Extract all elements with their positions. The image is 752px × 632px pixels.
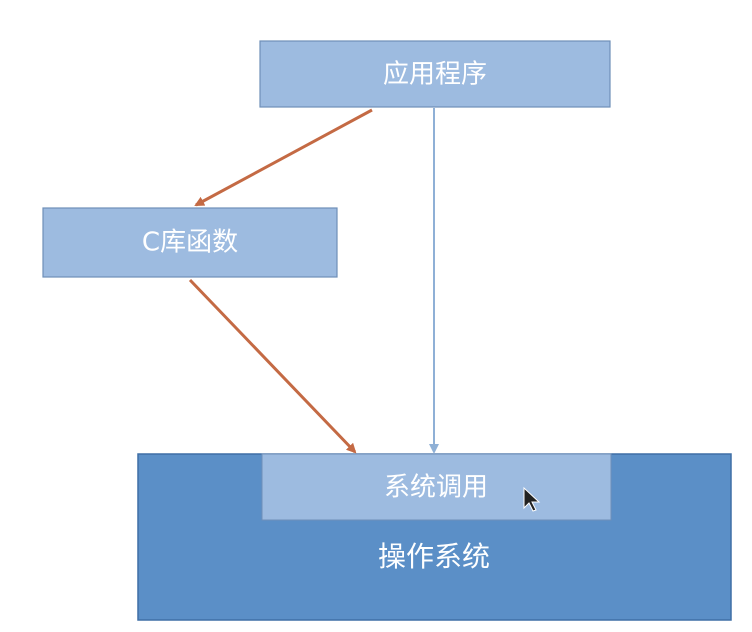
application-label: 应用程序: [383, 60, 487, 90]
arrow-application-to-c-library: [194, 108, 373, 207]
c-library-box: [42, 207, 338, 278]
application-box: [259, 40, 611, 108]
system-call-box: [261, 453, 612, 521]
operating-system-label: 操作系统: [378, 540, 490, 573]
system-call-label: 系统调用: [384, 473, 488, 503]
mouse-pointer-icon: [523, 486, 541, 512]
c-library-label: C库函数: [142, 228, 238, 258]
arrow-c-library-to-system-call: [188, 278, 357, 454]
